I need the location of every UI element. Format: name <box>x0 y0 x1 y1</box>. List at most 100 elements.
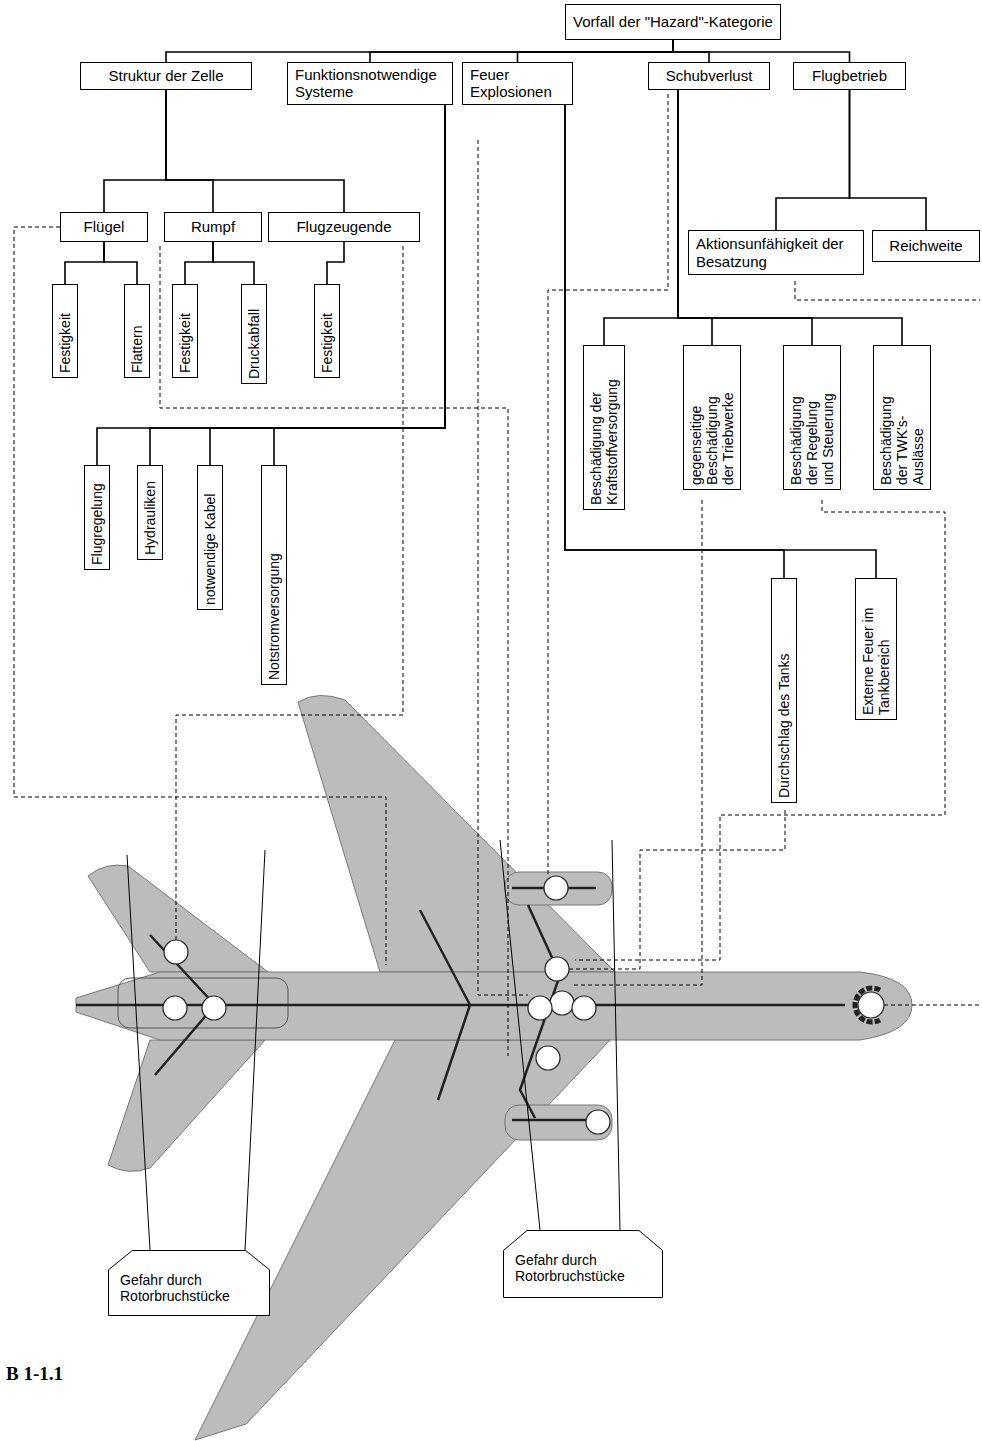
category-box: Flugzeugende <box>268 212 420 242</box>
burst-ray <box>127 855 150 1250</box>
leader-line <box>569 810 785 969</box>
tree-connector <box>97 105 445 466</box>
hazard-pennant: Gefahr durch Rotorbruchstücke <box>503 1230 663 1298</box>
box-label: Feuer Explosionen <box>470 66 565 101</box>
category-box: Flügel <box>60 212 148 242</box>
category-box: Flugbetrieb <box>793 62 906 90</box>
tree-connector <box>776 90 850 230</box>
tree-connector <box>678 90 812 345</box>
hazard-point <box>536 1046 560 1070</box>
leader-line <box>575 500 945 960</box>
category-box: Funktionsnotwendige Systeme <box>287 62 453 105</box>
box-label: Externe Feuer im Tankbereich <box>860 605 892 715</box>
tree-connector <box>166 90 344 212</box>
vertical-box: notwendige Kabel <box>197 465 223 610</box>
box-label: Flattern <box>129 325 145 373</box>
box-label: Gefahr durch Rotorbruchstücke <box>120 1272 260 1304</box>
radar-symbol <box>855 988 880 1022</box>
tree-connector <box>678 90 902 345</box>
spar-line <box>420 910 470 1100</box>
hazard-point <box>202 996 226 1020</box>
category-box: Schubverlust <box>648 62 770 90</box>
box-label: Beschädigung der Kraftstoffversorgung <box>588 355 620 505</box>
box-label: Struktur der Zelle <box>108 67 223 84</box>
vertical-box: Flugregelung <box>84 465 110 570</box>
burst-ray <box>245 850 265 1250</box>
tree-connector <box>150 105 445 466</box>
box-label: Aktionsunfähigkeit der Besatzung <box>696 235 856 270</box>
category-box: Feuer Explosionen <box>462 62 573 105</box>
leader-line <box>548 94 668 876</box>
tree-connector <box>185 242 213 284</box>
box-label: Flugbetrieb <box>812 67 887 84</box>
hazard-point <box>545 957 569 981</box>
tree-connector <box>274 105 445 466</box>
vertical-box: Festigkeit <box>314 284 340 378</box>
tree-connector <box>213 242 254 284</box>
fuselage <box>76 972 912 1040</box>
tree-connector <box>565 105 876 579</box>
box-label: Hydrauliken <box>142 481 158 555</box>
vertical-box: gegenseitige Beschädigung der Triebwerke <box>683 345 741 490</box>
box-label: notwendige Kabel <box>202 493 218 605</box>
hazard-pennant: Gefahr durch Rotorbruchstücke <box>108 1250 270 1316</box>
burst-ray <box>500 840 540 1230</box>
category-box: Reichweite <box>872 230 980 262</box>
tree-connector <box>210 105 445 466</box>
box-label: Festigkeit <box>319 313 335 373</box>
tree-connector <box>673 40 850 62</box>
tree-connector <box>370 40 673 62</box>
tree-connector <box>166 90 213 212</box>
vertical-box: Beschädigung der Regelung und Steuerung <box>783 345 841 490</box>
rotor-burst-zones <box>127 840 620 1250</box>
box-label: Funktionsnotwendige Systeme <box>295 66 445 101</box>
figure-caption: B 1-1.1 <box>6 1364 63 1385</box>
stabilizer <box>108 1040 265 1171</box>
vertical-box: Durchschlag des Tanks <box>771 578 797 803</box>
box-label: Reichweite <box>889 237 962 254</box>
box-label: Durchschlag des Tanks <box>776 653 792 798</box>
box-label: Schubverlust <box>666 67 753 84</box>
hazard-point <box>858 992 884 1018</box>
tree-connector <box>166 40 673 62</box>
box-label: Flugregelung <box>89 483 105 565</box>
vertical-box: Festigkeit <box>172 284 198 378</box>
tree-connector <box>678 90 712 345</box>
box-label: Gefahr durch Rotorbruchstücke <box>515 1252 655 1284</box>
leader-lines <box>14 94 980 1056</box>
structure-lines <box>76 888 845 1120</box>
box-label: gegenseitige Beschädigung der Triebwerke <box>688 375 736 485</box>
tree-connector <box>104 242 137 284</box>
leader-line <box>572 500 702 985</box>
leader-line <box>14 227 386 965</box>
hazard-points <box>163 876 884 1134</box>
tree-connector <box>850 90 927 230</box>
box-label: Druckabfall <box>246 308 262 379</box>
leader-line <box>478 140 528 995</box>
vertical-box: Flattern <box>124 284 150 378</box>
hazard-point <box>572 996 596 1020</box>
wing <box>298 695 615 972</box>
vertical-box: Beschädigung der Kraftstoffversorgung <box>583 345 625 510</box>
tree-connector <box>518 40 673 62</box>
box-label: Notstromversorgung <box>266 553 282 680</box>
tree-connector <box>604 90 678 345</box>
vertical-box: Druckabfall <box>241 284 267 384</box>
leader-line <box>160 246 508 1056</box>
leader-line <box>795 281 980 300</box>
hazard-point <box>163 996 187 1020</box>
vertical-box: Beschädigung der TWK's-Auslässe <box>873 345 931 490</box>
pylon-line <box>512 888 596 1120</box>
box-label: Beschädigung der TWK's-Auslässe <box>878 375 926 485</box>
category-box: Struktur der Zelle <box>80 62 252 90</box>
tree-connector <box>104 90 166 212</box>
tree-connector <box>327 242 344 284</box>
hazard-point <box>528 996 552 1020</box>
tree-connector <box>565 105 784 579</box>
box-label: Festigkeit <box>177 313 193 373</box>
burst-ray <box>612 840 620 1230</box>
leader-line <box>884 1005 980 1006</box>
vertical-box: Festigkeit <box>52 284 78 378</box>
category-box: Vorfall der "Hazard"-Kategorie <box>565 4 781 40</box>
category-box: Rumpf <box>164 212 262 242</box>
